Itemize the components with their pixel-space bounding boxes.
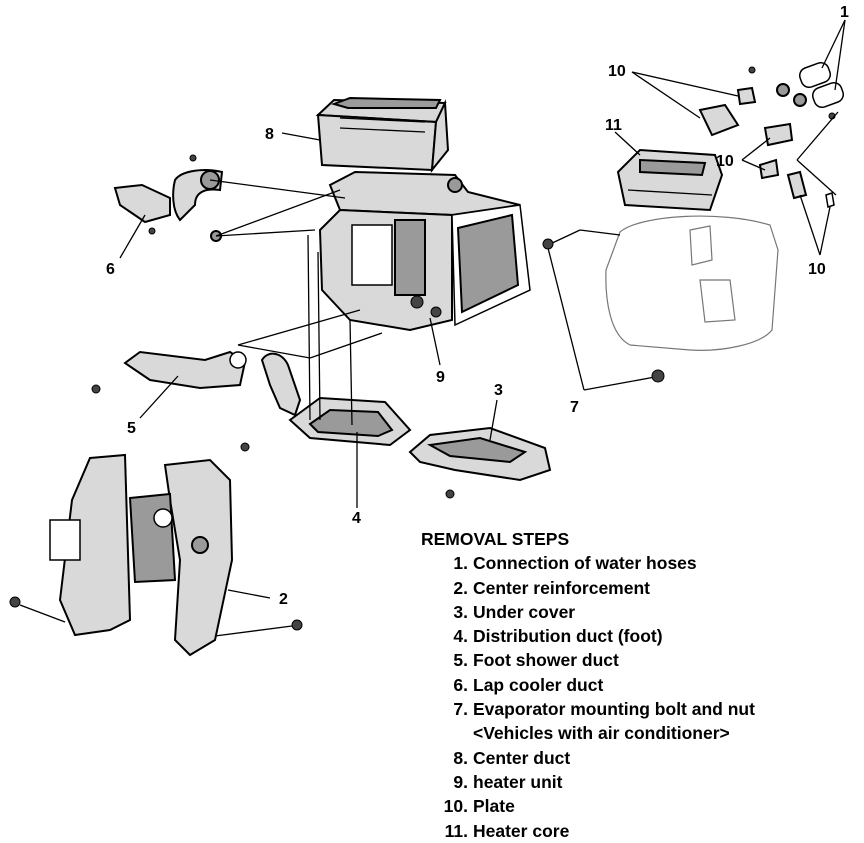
removal-step-text: Center duct — [473, 746, 851, 770]
removal-step-text: Heater core — [473, 819, 851, 843]
center-reinforcement — [9, 453, 303, 657]
removal-step-text: Foot shower duct — [473, 648, 851, 672]
callout-labels: 1 10 11 10 10 8 6 9 7 5 3 4 2 — [106, 4, 849, 608]
removal-step: 11.Heater core — [421, 819, 851, 843]
removal-step-label: Foot shower duct — [473, 650, 619, 671]
removal-step-text: Evaporator mounting bolt and nut <Vehicle… — [473, 697, 851, 746]
heater-core — [616, 148, 724, 212]
removal-step-label: Plate — [473, 796, 515, 817]
removal-step-number: 11. — [444, 820, 468, 841]
callout-7: 7 — [570, 399, 579, 416]
removal-step-number: 6. — [453, 674, 468, 695]
removal-step-text: Center reinforcement — [473, 576, 851, 600]
removal-steps: REMOVAL STEPS 1.Connection of water hose… — [421, 527, 851, 843]
removal-step-label: Connection of water hoses — [473, 553, 697, 574]
removal-step: 1.Connection of water hoses — [421, 551, 851, 575]
removal-step-number: 9. — [453, 771, 468, 792]
removal-step: 5.Foot shower duct — [421, 648, 851, 672]
center-duct — [315, 96, 450, 174]
removal-step-text: Distribution duct (foot) — [473, 624, 851, 648]
callout-6: 6 — [106, 261, 115, 278]
removal-step-label: Center reinforcement — [473, 577, 650, 598]
callout-2: 2 — [279, 591, 288, 608]
removal-step-text: Plate — [473, 794, 851, 818]
removal-step-text: Lap cooler duct — [473, 673, 851, 697]
callout-leaders — [19, 19, 846, 637]
callout-5: 5 — [127, 420, 136, 437]
foot-shower-duct — [91, 350, 302, 417]
removal-step-number: 3. — [453, 601, 468, 622]
callout-1: 1 — [840, 4, 849, 21]
removal-step-label: Lap cooler duct — [473, 674, 604, 695]
removal-step: 3.Under cover — [421, 600, 851, 624]
removal-step: 6.Lap cooler duct — [421, 673, 851, 697]
callout-10-right: 10 — [808, 261, 826, 278]
callout-10-top: 10 — [608, 63, 626, 80]
distribution-duct — [240, 396, 412, 452]
removal-step-number: 8. — [453, 747, 468, 768]
removal-step-number: 4. — [453, 626, 468, 647]
removal-step-number: 7. — [453, 699, 468, 720]
callout-8: 8 — [265, 126, 274, 143]
plates — [698, 66, 836, 208]
callout-10-mid: 10 — [716, 153, 734, 170]
removal-step-label: Under cover — [473, 601, 576, 622]
removal-step: 8.Center duct — [421, 746, 851, 770]
removal-step-number: 5. — [453, 650, 468, 671]
removal-step-text: Connection of water hoses — [473, 551, 851, 575]
removal-step: 7.Evaporator mounting bolt and nut <Vehic… — [421, 697, 851, 746]
removal-step: 2.Center reinforcement — [421, 576, 851, 600]
lap-cooler-duct — [113, 154, 224, 242]
evaporator-outline — [605, 215, 779, 351]
callout-11: 11 — [605, 117, 622, 134]
removal-step-number: 1. — [453, 553, 468, 574]
guide-lines — [209, 179, 621, 426]
removal-step: 4.Distribution duct (foot) — [421, 624, 851, 648]
heater-unit — [318, 170, 531, 332]
removal-step-label: Distribution duct (foot) — [473, 626, 663, 647]
removal-step-number: 10. — [443, 796, 468, 817]
removal-step-note: <Vehicles with air conditioner> — [473, 723, 730, 744]
removal-step-text: heater unit — [473, 770, 851, 794]
removal-step-label: heater unit — [473, 771, 563, 792]
removal-step-text: Under cover — [473, 600, 851, 624]
removal-step-label: Center duct — [473, 747, 571, 768]
callout-4: 4 — [352, 510, 361, 527]
removal-steps-title: REMOVAL STEPS — [421, 529, 570, 549]
removal-step-label: Heater core — [473, 820, 570, 841]
callout-3: 3 — [494, 382, 503, 399]
removal-step: 10.Plate — [421, 794, 851, 818]
under-cover — [408, 426, 552, 499]
removal-step-number: 2. — [453, 577, 468, 598]
removal-step: 9.heater unit — [421, 770, 851, 794]
removal-step-label: Evaporator mounting bolt and nut — [473, 699, 755, 720]
callout-9: 9 — [436, 369, 445, 386]
